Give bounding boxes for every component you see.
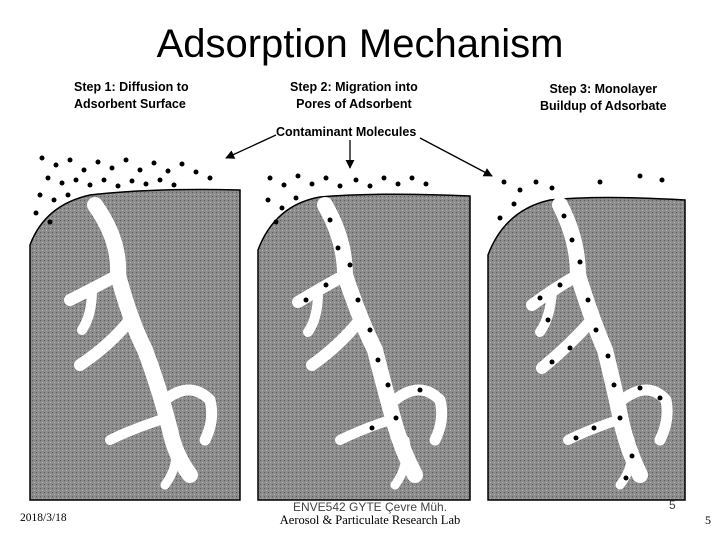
step-1-line-1: Step 1: Diffusion to <box>74 80 189 94</box>
pore-network-step-3 <box>526 197 673 490</box>
molecule-cloud-step-3 <box>497 173 665 481</box>
adsorbent-panel-step-2 <box>257 173 471 501</box>
molecule-cloud-step-1 <box>33 155 213 225</box>
pore-network-step-2 <box>292 197 448 490</box>
step-2-line-1: Step 2: Migration into <box>290 80 418 94</box>
molecule-cloud-step-2 <box>265 173 429 431</box>
contaminant-arrows <box>225 134 493 177</box>
slide-title: Adsorption Mechanism <box>156 22 564 66</box>
footer-lab: Aerosol & Particulate Research Lab <box>279 513 461 527</box>
step-3-line-1: Step 3: Monolayer <box>549 82 658 96</box>
step-3-line-2: Buildup of Adsorbate <box>540 99 667 113</box>
footer-slide-number: 5 <box>669 498 676 512</box>
adsorbent-panel-step-3 <box>487 173 686 501</box>
step-2-line-2: Pores of Adsorbent <box>296 97 412 111</box>
step-2-label: Step 2: Migration into Pores of Adsorben… <box>290 79 418 113</box>
footer-page-number: 5 <box>705 513 711 527</box>
step-1-line-2: Adsorbent Surface <box>74 97 186 111</box>
step-3-label: Step 3: Monolayer Buildup of Adsorbate <box>540 81 667 115</box>
footer-course: ENVE542 GYTE Çevre Müh. <box>292 500 448 514</box>
footer-date: 2018/3/18 <box>20 512 67 524</box>
pore-network-step-1 <box>64 197 218 490</box>
step-1-label: Step 1: Diffusion to Adsorbent Surface <box>74 79 189 113</box>
contaminant-molecules-label: Contaminant Molecules <box>276 125 417 139</box>
adsorbent-panel-step-1 <box>29 155 241 501</box>
